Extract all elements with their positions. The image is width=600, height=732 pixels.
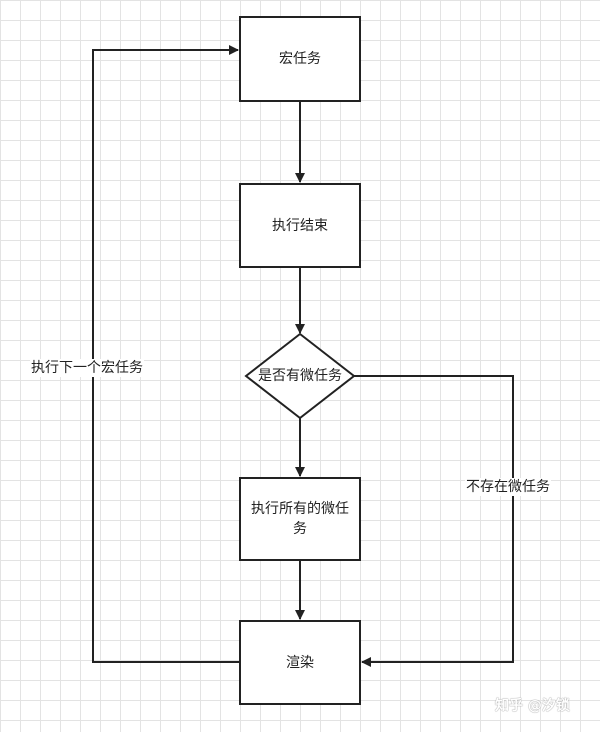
arrow-decision-to-render xyxy=(354,375,514,667)
node-has-micro-label: 是否有微任务 xyxy=(258,368,342,384)
edge-label-no-micro: 不存在微任务 xyxy=(465,478,551,496)
node-exec-end: 执行结束 xyxy=(239,183,361,268)
node-exec-end-label: 执行结束 xyxy=(272,217,328,234)
node-exec-all-micro: 执行所有的微任务 xyxy=(239,477,361,561)
edge-label-next-macro: 执行下一个宏任务 xyxy=(30,359,144,377)
node-render-label: 渲染 xyxy=(286,654,314,671)
node-exec-all-micro-label: 执行所有的微任务 xyxy=(251,501,349,537)
node-has-micro: 是否有微任务 xyxy=(258,352,342,400)
node-macro-task-label: 宏任务 xyxy=(279,51,321,67)
watermark: 知乎 @汐锁 xyxy=(495,698,570,714)
arrow-render-to-macro xyxy=(92,45,239,663)
node-macro-task: 宏任务 xyxy=(239,16,361,102)
node-render: 渲染 xyxy=(239,620,361,705)
